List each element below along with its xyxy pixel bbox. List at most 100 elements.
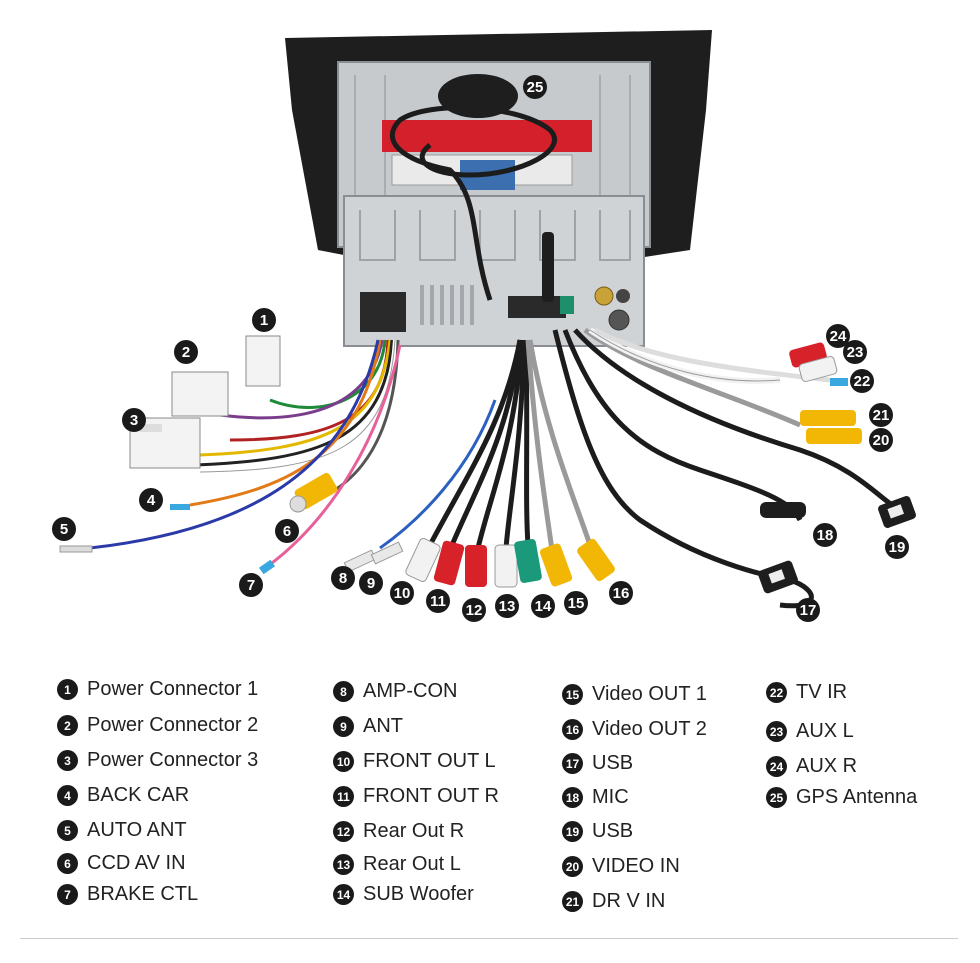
- callout-badge: [796, 598, 820, 622]
- callout-18: 18: [813, 523, 837, 547]
- rca-rear-out-r: [465, 545, 487, 587]
- callout-12: 12: [462, 598, 486, 622]
- legend-number: 4: [57, 785, 78, 806]
- main-harness-socket: [360, 292, 406, 332]
- callout-16: 16: [609, 581, 633, 605]
- callout-number: 25: [527, 79, 544, 96]
- legend-number: 11: [333, 786, 354, 807]
- legend-number: 9: [333, 716, 354, 737]
- gps-puck: [438, 74, 518, 118]
- tv-ir-tip: [830, 378, 848, 386]
- legend-number: 12: [333, 821, 354, 842]
- legend-label: Rear Out L: [363, 853, 461, 875]
- callout-number: 15: [568, 595, 585, 612]
- legend-number: 23: [766, 721, 787, 742]
- legend-label: Power Connector 1: [87, 678, 259, 700]
- callout-number: 24: [830, 328, 847, 345]
- callout-badge: [426, 589, 450, 613]
- callout-number: 3: [130, 412, 138, 429]
- callout-number: 9: [367, 575, 375, 592]
- callout-25: 25: [523, 75, 547, 99]
- callout-badge: [252, 308, 276, 332]
- callout-badge: [462, 598, 486, 622]
- rca-video-out-1: [539, 543, 573, 587]
- callout-2: 2: [174, 340, 198, 364]
- callout-number: 16: [613, 585, 630, 602]
- legend-number: 20: [562, 856, 583, 877]
- right-cables: [552, 327, 902, 609]
- back-car-tip: [170, 504, 190, 510]
- callout-badge: [869, 428, 893, 452]
- rca-front-out-l: [405, 538, 441, 582]
- callout-number: 6: [283, 523, 291, 540]
- callout-number: 21: [873, 407, 890, 424]
- callout-badge: [609, 581, 633, 605]
- gps-antenna-port: [594, 286, 614, 306]
- legend-number: 24: [766, 756, 787, 777]
- callout-number: 4: [147, 492, 156, 509]
- callout-14: 14: [531, 594, 555, 618]
- callout-15: 15: [564, 591, 588, 615]
- legend-number: 14: [333, 884, 354, 905]
- legend-item-11: 11 FRONT OUT R: [333, 785, 499, 808]
- callout-number: 17: [800, 602, 817, 619]
- legend-item-14: 14 SUB Woofer: [333, 883, 474, 906]
- legend-label: ANT: [363, 715, 403, 737]
- legend-number: 22: [766, 682, 787, 703]
- legend-number: 3: [57, 750, 78, 771]
- callout-10: 10: [390, 581, 414, 605]
- aux-l-plug: [798, 356, 838, 382]
- legend-label: AUX L: [796, 720, 854, 742]
- rca-video-out-2: [577, 538, 615, 582]
- callout-number: 13: [499, 598, 516, 615]
- legend-label: SUB Woofer: [363, 883, 474, 905]
- legend-label: FRONT OUT R: [363, 785, 499, 807]
- power-connector-2: [171, 371, 229, 417]
- rca-front-out-r: [433, 540, 465, 586]
- legend-number: 18: [562, 787, 583, 808]
- callout-22: 22: [850, 369, 874, 393]
- dr-v-in-plug: [800, 410, 856, 426]
- legend-item-4: 4 BACK CAR: [57, 784, 189, 807]
- callout-number: 8: [339, 570, 347, 587]
- callout-3: 3: [122, 408, 146, 432]
- callout-number: 1: [260, 312, 268, 329]
- legend-item-6: 6 CCD AV IN: [57, 852, 186, 875]
- head-unit: [285, 30, 712, 347]
- legend-number: 6: [57, 853, 78, 874]
- legend-label: BACK CAR: [87, 784, 190, 806]
- video-in-plug: [806, 428, 862, 444]
- callout-badge: [523, 75, 547, 99]
- callout-4: 4: [139, 488, 163, 512]
- auto-ant-tip: [59, 545, 93, 553]
- legend-label: USB: [592, 820, 634, 842]
- callout-7: 7: [239, 573, 263, 597]
- legend-label: USB: [592, 752, 634, 774]
- callout-5: 5: [52, 517, 76, 541]
- ccd-av-in-plug: [289, 472, 338, 513]
- callout-8: 8: [331, 566, 355, 590]
- legend-label: CCD AV IN: [87, 852, 186, 874]
- callout-number: 14: [535, 598, 552, 615]
- callout-badge: [531, 594, 555, 618]
- callout-24: 24: [826, 324, 850, 348]
- callout-badge: [139, 488, 163, 512]
- legend-number: 25: [766, 787, 787, 808]
- legend-label: AUX R: [796, 755, 858, 777]
- callout-badge: [850, 369, 874, 393]
- callout-1: 1: [252, 308, 276, 332]
- callout-badge: [275, 519, 299, 543]
